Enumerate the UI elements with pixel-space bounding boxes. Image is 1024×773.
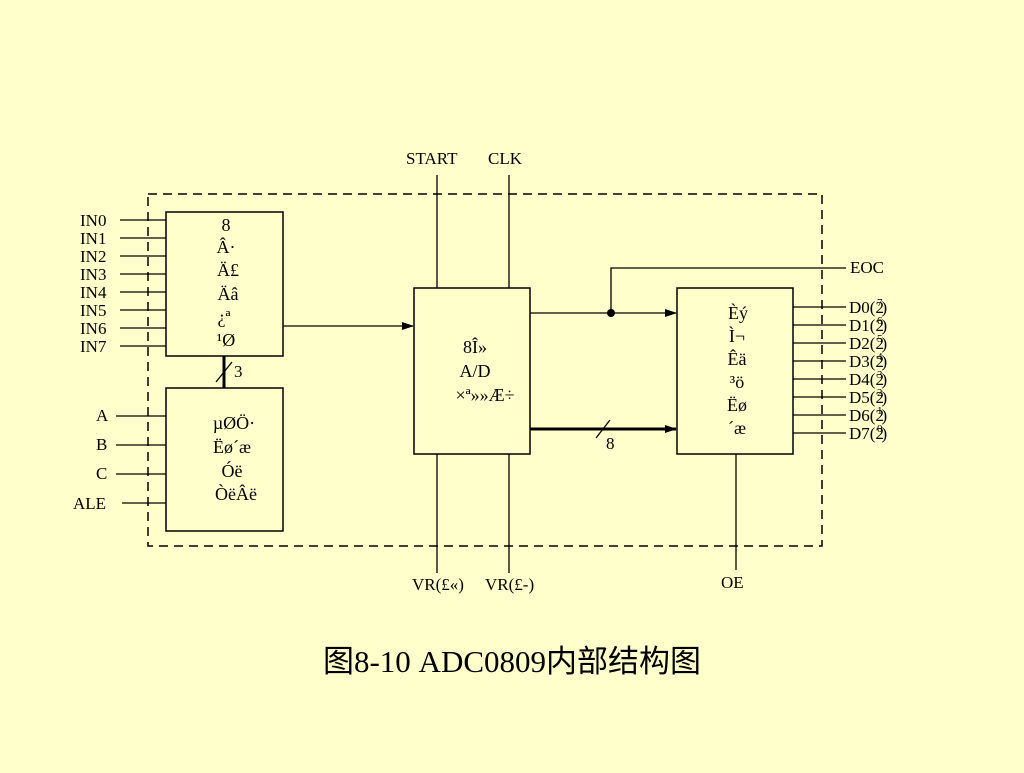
input-label: IN3: [80, 265, 106, 284]
outbuf-text-line: ³ö: [730, 372, 744, 392]
oe-label: OE: [721, 573, 744, 592]
mux-text-line: ¿ª: [218, 307, 231, 327]
mux-text-line: 8: [222, 215, 231, 235]
output-label: D7(20): [849, 423, 887, 443]
output-label: D6(21): [849, 405, 887, 425]
adc-block: [413, 287, 531, 455]
address-label: C: [96, 464, 107, 483]
analog-input-lines: [120, 219, 166, 347]
output-label: D3(24): [849, 351, 887, 371]
input-label: IN5: [80, 301, 106, 320]
address-lines: [116, 415, 166, 504]
input-label: IN4: [80, 283, 107, 302]
input-label: IN1: [80, 229, 106, 248]
output-latch-text: Èý Ì¬ Êä ³ö Ëø ´æ: [727, 302, 748, 438]
digital-output-labels: D0(27) D1(26) D2(25) D3(24) D4(23) D5(22…: [849, 297, 887, 443]
adc-text-line: 8Î»: [463, 336, 487, 357]
address-latch-block: [165, 387, 284, 532]
outbuf-text-line: Ëø: [727, 395, 747, 415]
digital-output-lines: [793, 306, 846, 434]
mux-text-line: Äâ: [218, 284, 239, 304]
adc-text-line: ×ª»»Æ÷: [455, 385, 514, 405]
input-label: IN0: [80, 211, 106, 230]
output-label: D1(26): [849, 315, 887, 335]
mux-text-line: ¹Ø: [217, 330, 235, 350]
start-label: START: [406, 149, 458, 168]
latch-text-line: µØÖ·: [213, 413, 255, 433]
adc-block-text: 8Î» A/D ×ª»»Æ÷: [455, 336, 514, 405]
mux-text-line: Ä£: [217, 260, 239, 280]
output-label: D0(27): [849, 297, 887, 317]
select-bus-width: 3: [234, 362, 243, 381]
clk-label: CLK: [488, 149, 523, 168]
address-label: A: [96, 406, 109, 425]
mux-text-line: Â·: [217, 236, 236, 257]
outbuf-text-line: ´æ: [728, 418, 746, 438]
latch-text-line: Óë: [222, 460, 243, 481]
output-label: D2(25): [849, 333, 887, 353]
select-bus-slash: [215, 361, 233, 383]
address-labels: A B C ALE: [73, 406, 109, 513]
adc-text-line: A/D: [460, 361, 491, 381]
latch-text-line: Ëø´æ: [213, 437, 251, 457]
output-label: D4(23): [849, 369, 887, 389]
vref-pos-label: VR(£«): [412, 575, 464, 594]
outbuf-text-line: Êä: [728, 348, 747, 369]
output-label: D5(22): [849, 387, 887, 407]
chip-boundary: [147, 193, 823, 547]
address-label: B: [96, 435, 107, 454]
mux-block-text: 8 Â· Ä£ Äâ ¿ª ¹Ø: [217, 215, 240, 350]
eoc-label: EOC: [850, 258, 884, 277]
address-label: ALE: [73, 494, 106, 513]
latch-block-text: µØÖ· Ëø´æ Óë ÒëÂë: [213, 413, 257, 504]
analog-input-labels: IN0 IN1 IN2 IN3 IN4 IN5 IN6 IN7: [80, 211, 107, 356]
output-latch-block: [676, 287, 794, 455]
outbuf-text-line: Èý: [728, 302, 748, 323]
input-label: IN6: [80, 319, 106, 338]
figure-caption: 图8-10 ADC0809内部结构图: [322, 644, 702, 679]
input-label: IN7: [80, 337, 107, 356]
data-bus-width: 8: [606, 434, 615, 453]
outbuf-text-line: Ì¬: [729, 325, 745, 346]
data-bus-slash: [595, 419, 611, 439]
input-label: IN2: [80, 247, 106, 266]
vref-neg-label: VR(£-): [485, 575, 534, 594]
latch-text-line: ÒëÂë: [215, 483, 257, 504]
eoc-line: [610, 267, 846, 313]
